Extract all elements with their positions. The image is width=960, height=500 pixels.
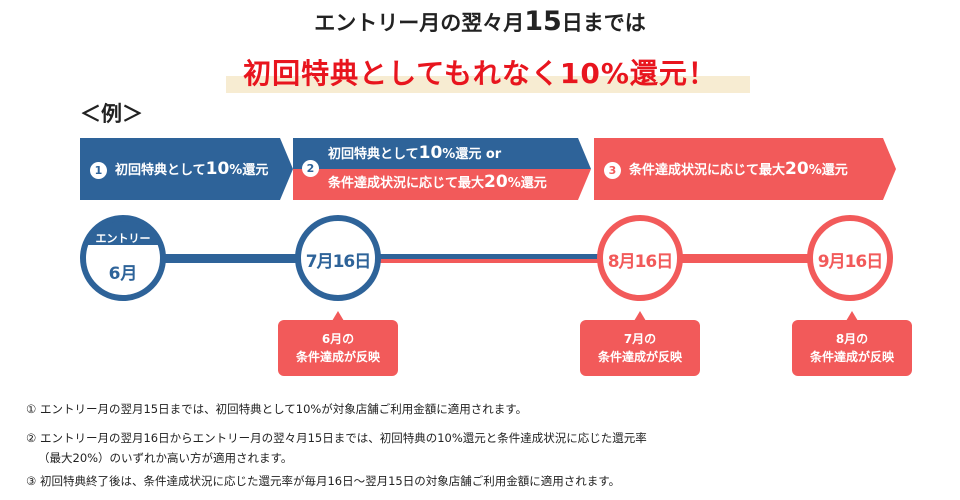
phase-text: 条件達成状況に応じて最大 [629, 163, 786, 178]
callout-line2: 条件達成が反映 [809, 350, 894, 364]
headline-text: 日までは [561, 11, 646, 35]
date-circle-1 [295, 215, 381, 301]
timeline-line-blue [123, 254, 338, 263]
date-circle-2 [597, 215, 683, 301]
timeline-line-split-bottom [338, 259, 640, 263]
phase-text: 初回特典として [115, 163, 206, 178]
callout-line2: 条件達成が反映 [597, 350, 682, 364]
phase-number-text: 10 [205, 159, 230, 179]
entry-label: エントリー [95, 232, 151, 245]
phase-number: 1 [90, 162, 107, 179]
phase-number: 3 [604, 162, 621, 179]
phase-text: %還元 or [442, 147, 502, 162]
note-3: ③ 初回特典終了後は、条件達成状況に応じた還元率が毎月16日〜翌月15日の対象店… [26, 474, 621, 488]
phase-1-banner [80, 138, 293, 200]
note-2: ② エントリー月の翌月16日からエントリー月の翌々月15日までは、初回特典の10… [26, 431, 647, 445]
phase-1-text: 1 初回特典として10%還元 [90, 159, 268, 179]
callout-line1: 6月の [321, 332, 355, 346]
phase-text: %還元 [229, 163, 269, 178]
date-circle-3 [807, 215, 893, 301]
headline-line1: エントリー月の翌々月15日までは [0, 6, 960, 37]
phase-text: 条件達成状況に応じて最大 [328, 176, 485, 191]
phase-text: 初回特典として [328, 147, 419, 162]
headline-line2: 初回特典としてもれなく10%還元！ [243, 57, 717, 90]
phase-text: %還元 [808, 163, 848, 178]
date-label-2: 8月16日 [607, 252, 674, 272]
headline-number: 15 [524, 6, 562, 37]
callout-line1: 7月の [623, 332, 657, 346]
phase-3-banner [594, 138, 896, 200]
note-2-cont: （最大20%）のいずれか高い方が適用されます。 [38, 451, 293, 465]
phase-2-number: 2 [302, 160, 327, 177]
timeline-line-red [640, 254, 850, 263]
callout-1: 6月の条件達成が反映 [278, 311, 398, 376]
callout-3: 8月の条件達成が反映 [792, 311, 912, 376]
phase-number-text: 20 [484, 172, 508, 192]
headline-text: エントリー月の翌々月 [314, 11, 525, 35]
phase-2-line1: 初回特典として10%還元 or [328, 143, 501, 163]
date-label-1: 7月16日 [305, 252, 372, 272]
entry-month: 6月 [108, 264, 138, 284]
highlight-band [226, 76, 750, 93]
date-label-3: 9月16日 [817, 252, 884, 272]
phase-number-text: 20 [785, 159, 809, 179]
note-1: ① エントリー月の翌月15日までは、初回特典として10%が対象店舗ご利用金額に適… [26, 402, 528, 416]
phase-2-line2: 条件達成状況に応じて最大20%還元 [328, 172, 547, 192]
callout-line2: 条件達成が反映 [295, 350, 380, 364]
example-label: ＜例＞ [80, 102, 143, 126]
timeline-line-split-top [338, 254, 640, 259]
phase-3-text: 3 条件達成状況に応じて最大20%還元 [604, 159, 848, 179]
phase-number-text: 10 [418, 143, 443, 163]
phase-number: 2 [302, 160, 319, 177]
callout-line1: 8月の [835, 332, 869, 346]
callout-2: 7月の条件達成が反映 [580, 311, 700, 376]
phase-2-banner-top [293, 138, 591, 169]
phase-2-banner-bottom [293, 169, 591, 200]
phase-text: %還元 [507, 176, 547, 191]
